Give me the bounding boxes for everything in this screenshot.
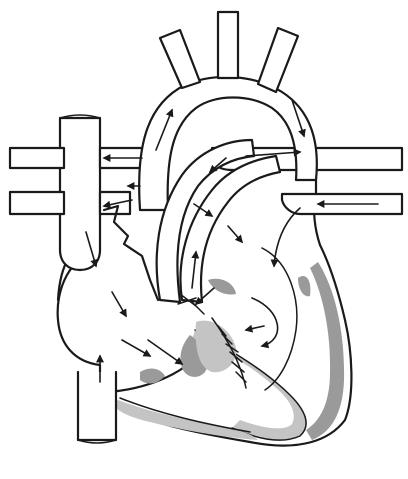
pulmonary-artery-left-upper bbox=[10, 148, 64, 168]
pulmonary-artery-left-lower bbox=[10, 192, 64, 214]
superior-vena-cava bbox=[60, 118, 100, 270]
left-common-carotid bbox=[218, 12, 238, 78]
left-subclavian-artery bbox=[258, 28, 298, 92]
inferior-vena-cava bbox=[78, 372, 116, 440]
brachiocephalic-artery bbox=[160, 30, 200, 88]
